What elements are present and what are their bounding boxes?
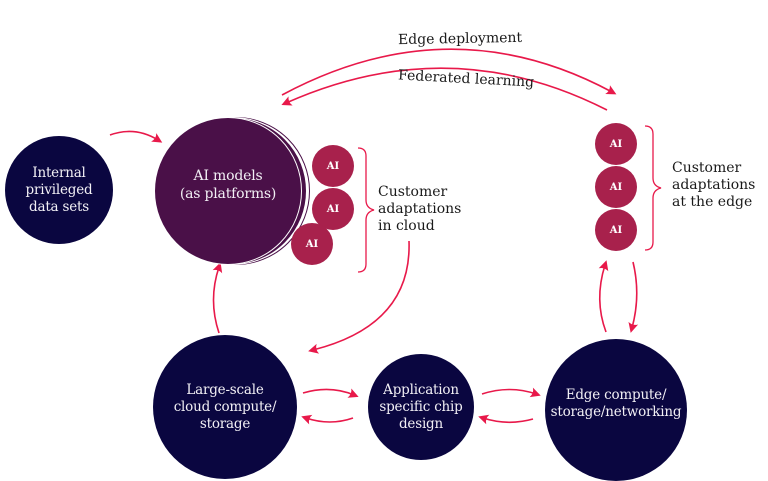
node-chip-design-label: Application specific chip design <box>379 381 463 432</box>
arrow-cloud-compute-to-chip <box>302 388 359 398</box>
node-edge-compute-label: Edge compute/ storage/networking <box>550 387 682 420</box>
cloud-ai-chip-label: AI <box>326 160 340 172</box>
arrow-edge-ai-to-edge-compute <box>628 261 639 333</box>
arrow-internal-to-ai-models <box>109 130 163 143</box>
edge-ai-chip: AI <box>595 209 637 251</box>
node-internal-data-label: Internal privileged data sets <box>25 164 93 215</box>
node-edge-compute: Edge compute/ storage/networking <box>545 339 687 481</box>
edge-ai-chip-label: AI <box>609 181 623 193</box>
label-edge-adaptations: Customer adaptations at the edge <box>672 160 756 210</box>
node-ai-models-label: AI models (as platforms) <box>179 168 277 202</box>
node-ai-models: AI models (as platforms) <box>154 117 302 265</box>
arrow-chip-to-edge-compute <box>481 387 541 398</box>
label-edge-deployment: Edge deployment <box>397 29 523 49</box>
cloud-ai-chip-label: AI <box>305 238 319 250</box>
edge-ai-chip: AI <box>595 123 637 165</box>
edge-ai-chip-label: AI <box>609 224 623 236</box>
arrow-cloud-compute-to-ai-models <box>212 262 223 334</box>
node-internal-data: Internal privileged data sets <box>5 136 113 244</box>
brace-cloud-adaptations <box>357 147 375 273</box>
brace-edge-adaptations <box>644 125 662 251</box>
node-chip-design: Application specific chip design <box>368 354 474 460</box>
node-cloud-compute-label: Large-scale cloud compute/ storage <box>173 381 277 432</box>
arrow-cloud-adaptations-to-cloud-compute <box>308 240 410 354</box>
cloud-ai-chip: AI <box>312 145 354 187</box>
node-cloud-compute: Large-scale cloud compute/ storage <box>153 335 297 479</box>
cloud-ai-chip: AI <box>312 188 354 230</box>
arrow-edge-deployment <box>281 48 617 96</box>
cloud-ai-chip-label: AI <box>326 203 340 215</box>
arrow-chip-to-cloud-compute <box>301 414 354 425</box>
edge-ai-chip-label: AI <box>609 138 623 150</box>
arrow-edge-compute-to-edge-ai <box>598 260 609 333</box>
cloud-ai-chip: AI <box>291 223 333 265</box>
arrow-edge-compute-to-chip <box>478 414 534 425</box>
arrow-federated-learning <box>281 67 608 111</box>
label-cloud-adaptations: Customer adaptations in cloud <box>378 184 462 234</box>
edge-ai-chip: AI <box>595 166 637 208</box>
